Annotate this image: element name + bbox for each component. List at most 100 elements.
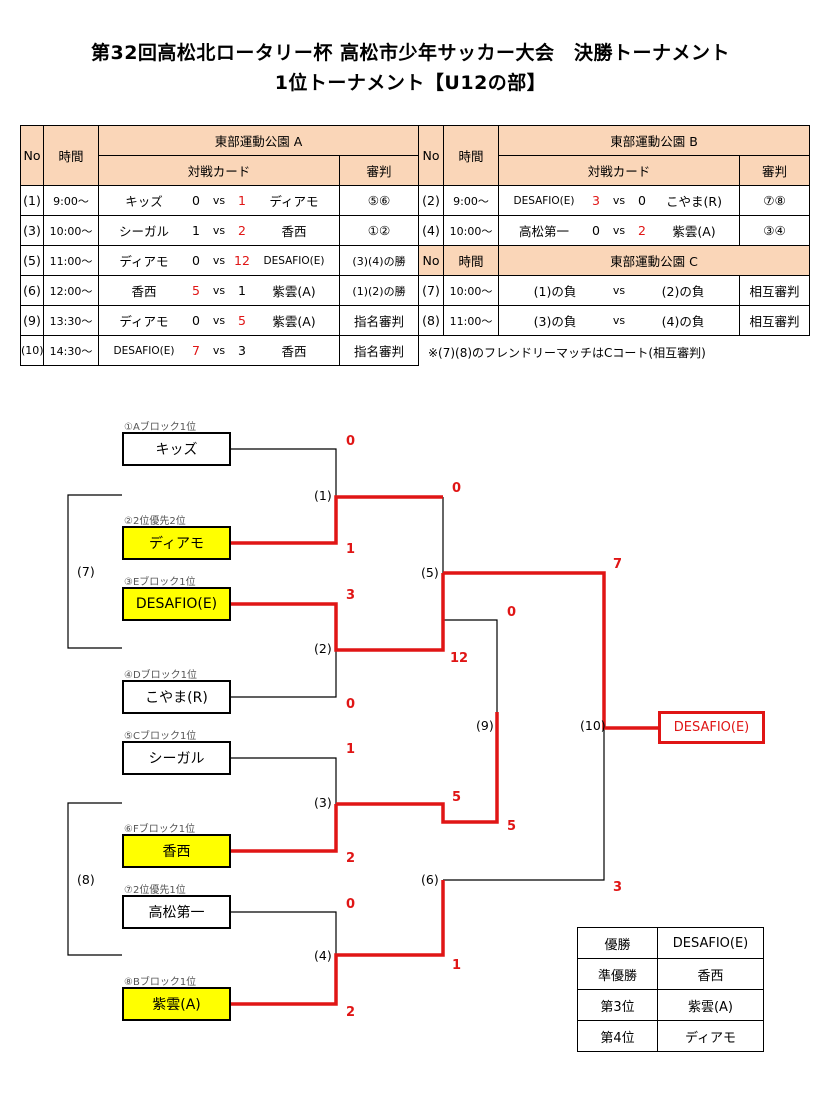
match-no: (2): [418, 185, 444, 216]
team-1-name: (3)の負: [533, 314, 577, 329]
no-header: No: [418, 125, 444, 186]
team-1-score: 5: [192, 283, 200, 298]
team-1-name: 香西: [131, 284, 157, 299]
team-2-name: ディアモ: [269, 194, 319, 209]
team-2-box: ディアモ: [122, 526, 231, 560]
match-7-label: (7): [77, 564, 95, 579]
match-referee: 相互審判: [739, 275, 810, 306]
page-title: 第32回高松北ロータリー杯 高松市少年サッカー大会 決勝トーナメント: [90, 42, 731, 64]
team-3-seed-label: ③Eブロック1位: [124, 577, 196, 588]
team-1-name: キッズ: [125, 194, 163, 209]
team-5-box: シーガル: [122, 741, 231, 775]
ranking-team: DESAFIO(E): [657, 927, 764, 959]
match-6-top-score: 5: [452, 790, 462, 805]
vs-label: vs: [212, 314, 226, 327]
match-time: 11:00～: [443, 305, 499, 336]
match-referee: ⑤⑥: [339, 185, 419, 216]
ranking-place: 優勝: [577, 927, 658, 959]
team-2-name: 紫雲(A): [272, 284, 316, 299]
team-2-name: 紫雲(A): [272, 314, 316, 329]
match-1-label: (1): [314, 488, 332, 503]
match-time: 14:30～: [43, 335, 99, 366]
card-header: 対戦カード: [498, 155, 740, 186]
team-2-score: 2: [638, 223, 646, 238]
ranking-row: 第3位紫雲(A): [577, 989, 764, 1021]
vs-label: vs: [612, 284, 626, 297]
match-10-label: (10): [580, 718, 606, 733]
match-1-top-score: 0: [346, 434, 356, 449]
match-time: 12:00～: [43, 275, 99, 306]
m1-winner-line: [230, 495, 443, 545]
team-2-score: 1: [238, 283, 246, 298]
match-2-bottom-score: 0: [346, 697, 356, 712]
team-1-score: 0: [192, 253, 200, 268]
vs-label: vs: [612, 194, 626, 207]
match-referee: (3)(4)の勝: [339, 245, 419, 276]
m5-winner-line: [443, 571, 658, 730]
team-1-score: 1: [192, 223, 200, 238]
referee-header: 審判: [339, 155, 419, 186]
match-no: (10): [20, 335, 44, 366]
venue-bc-schedule-table: No 時間 東部運動公園 B 対戦カード 審判 (2)9:00～DESAFIO(…: [418, 125, 810, 336]
team-1-box: キッズ: [122, 432, 231, 466]
no-header: No: [418, 245, 444, 276]
team-1-score: 0: [192, 313, 200, 328]
team-2-name: こやま(R): [666, 194, 722, 209]
time-header: 時間: [43, 125, 99, 186]
team-2-score: 5: [238, 313, 246, 328]
ranking-row: 第4位ディアモ: [577, 1020, 764, 1052]
vs-label: vs: [612, 314, 626, 327]
ranking-row: 準優勝香西: [577, 958, 764, 990]
team-2-name: 紫雲(A): [672, 224, 716, 239]
match-time: 10:00～: [43, 215, 99, 246]
team-2-name: DESAFIO(E): [263, 254, 325, 267]
ranking-place: 第4位: [577, 1020, 658, 1052]
team-5-seed-label: ⑤Cブロック1位: [124, 731, 197, 742]
match-no: (5): [20, 245, 44, 276]
m9-loser-line: [443, 619, 498, 712]
team-1-name: DESAFIO(E): [113, 344, 175, 357]
match-6-label: (6): [421, 872, 439, 887]
team-2-score: 2: [238, 223, 246, 238]
team-1-name: 高松第一: [518, 224, 569, 239]
match-3-label: (3): [314, 795, 332, 810]
match-5-top-score: 0: [452, 481, 462, 496]
team-2-score: 12: [234, 253, 250, 268]
match-8-label: (8): [77, 872, 95, 887]
team-2-name: 香西: [281, 344, 307, 359]
ranking-team: 紫雲(A): [657, 989, 764, 1021]
match-3-top-score: 1: [346, 742, 356, 757]
vs-label: vs: [212, 224, 226, 237]
match-card: 香西 5 vs 1 紫雲(A): [98, 275, 340, 306]
vs-label: vs: [212, 284, 226, 297]
match-10-top-score: 7: [613, 557, 623, 572]
team-2-name: (2)の負: [661, 284, 705, 299]
m4-winner-line: [230, 880, 445, 1006]
match-referee: (1)(2)の勝: [339, 275, 419, 306]
match-6-bottom-score: 1: [452, 958, 462, 973]
team-3-box: DESAFIO(E): [122, 587, 231, 621]
team-7-box: 高松第一: [122, 895, 231, 929]
m3-loser-line: [230, 757, 337, 804]
team-1-seed-label: ①Aブロック1位: [124, 422, 197, 433]
match-no: (3): [20, 215, 44, 246]
match-5-bottom-score: 12: [450, 651, 469, 666]
venue-b-name: 東部運動公園 B: [498, 125, 810, 156]
ranking-place: 第3位: [577, 989, 658, 1021]
team-2-seed-label: ②2位優先2位: [124, 516, 186, 527]
ranking-team: 香西: [657, 958, 764, 990]
match-no: (8): [418, 305, 444, 336]
match-time: 9:00～: [443, 185, 499, 216]
match-3-bottom-score: 2: [346, 851, 356, 866]
